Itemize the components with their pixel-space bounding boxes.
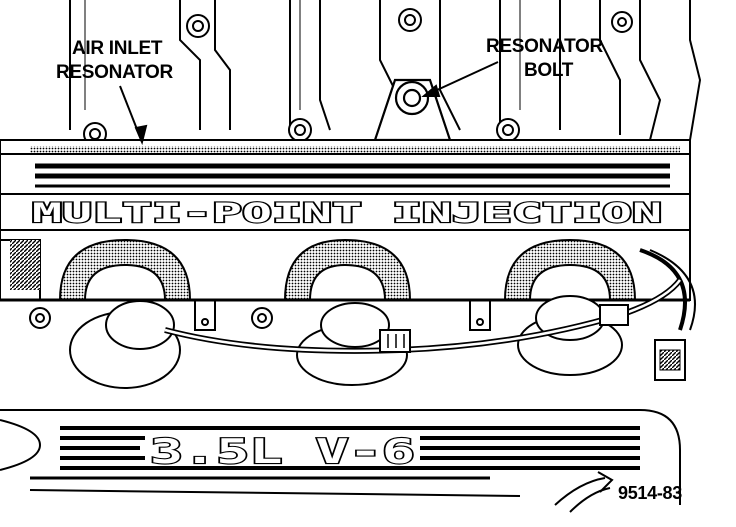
air-inlet-resonator bbox=[0, 139, 691, 195]
banner-text: MULTI-POINT INJECTION bbox=[32, 198, 662, 229]
lower-manifold bbox=[0, 229, 696, 331]
air-inlet-resonator-label-line2: RESONATOR bbox=[56, 62, 173, 83]
air-inlet-resonator-label: AIR INLET bbox=[72, 38, 163, 59]
engine-cover bbox=[0, 409, 681, 505]
top-bolts bbox=[186, 8, 633, 38]
resonator-bolt-label: RESONATOR bbox=[486, 36, 603, 57]
flange-bolts bbox=[29, 300, 491, 331]
figure-number: 9514-83 bbox=[618, 483, 682, 503]
cover-badge: 3.5L V-6 bbox=[150, 432, 415, 472]
intake-runners bbox=[69, 0, 702, 141]
injector-harness bbox=[164, 278, 686, 381]
leader-lines bbox=[119, 61, 499, 146]
manifold-banner: MULTI-POINT INJECTION bbox=[0, 193, 691, 231]
fuel-injectors bbox=[69, 295, 623, 389]
resonator-bolt-label-line2: BOLT bbox=[524, 60, 574, 81]
figure-mark-icon bbox=[554, 471, 614, 513]
